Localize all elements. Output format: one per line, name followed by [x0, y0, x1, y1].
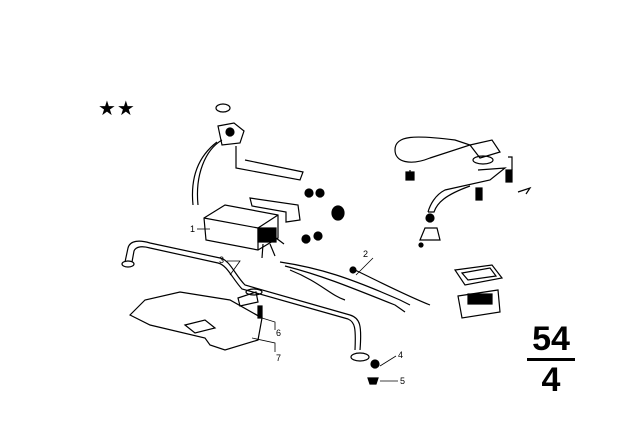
callout-6: 6 [276, 328, 282, 338]
page-reference: 54 4 [527, 322, 575, 397]
leader-lines [197, 228, 398, 382]
sensor-bracket [191, 103, 304, 206]
callout-7: 7 [276, 353, 282, 363]
floor-plate [128, 291, 263, 351]
cover-plate [394, 136, 472, 181]
wiring-harness [279, 261, 431, 313]
callout-2: 2 [363, 249, 369, 259]
support-bar [121, 240, 370, 362]
callout-5: 5 [400, 376, 406, 386]
page-number: 4 [541, 361, 561, 399]
mounting-bracket [249, 188, 345, 244]
callout-4: 4 [398, 350, 404, 360]
callout-3: 3 [219, 255, 225, 265]
fasteners [367, 359, 380, 385]
switch [453, 264, 504, 319]
stars-marker: ★★ [98, 98, 136, 120]
group-number: 54 [532, 320, 570, 358]
lever-assembly [418, 139, 532, 248]
fraction-bar [527, 358, 575, 361]
control-unit [203, 204, 285, 259]
callout-1: 1 [190, 224, 196, 234]
